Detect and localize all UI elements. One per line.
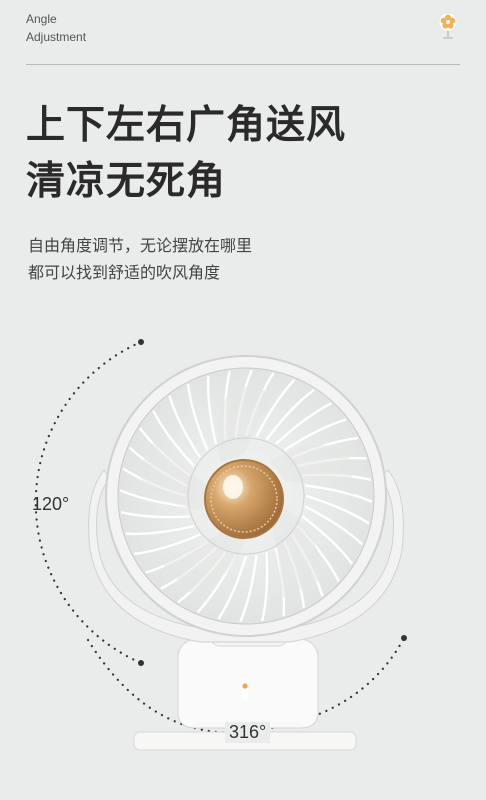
grill-spoke <box>217 555 248 620</box>
section-label-line1: Angle <box>26 12 57 26</box>
divider <box>26 64 460 65</box>
grill-spoke <box>168 395 202 459</box>
fan-blade <box>136 433 207 510</box>
fan-illustration <box>34 339 407 751</box>
grill-spoke <box>152 410 195 467</box>
vertical-arc-end-bottom <box>138 660 144 666</box>
vertical-angle-label: 120° <box>32 494 70 514</box>
fan-flower-logo-icon <box>438 12 458 39</box>
fan-yoke <box>88 469 404 643</box>
fan-blade <box>159 530 247 593</box>
fan-blades <box>136 384 354 599</box>
grill-spoke <box>206 375 218 445</box>
grill-spoke <box>133 533 201 556</box>
page-title: 上下左右广角送风 清凉无死角 <box>26 98 346 210</box>
grill-spoke <box>186 383 209 451</box>
grill-spoke <box>261 552 269 622</box>
fan-hub <box>204 459 284 539</box>
section-label-line2: Adjustment <box>26 30 87 44</box>
title-line1: 上下左右广角送风 <box>26 103 347 148</box>
power-indicator <box>242 678 248 700</box>
grill-spoke <box>304 505 364 546</box>
fan-blade <box>216 384 279 463</box>
horizontal-arc-end-right <box>401 635 407 641</box>
grill-spoke <box>119 489 188 508</box>
description: 自由角度调节，无论摆放在哪里 都可以找到舒适的吹风角度 <box>28 232 252 286</box>
grill-spoke <box>120 511 190 519</box>
section-label: Angle Adjustment <box>26 10 86 46</box>
description-line1: 自由角度调节，无论摆放在哪里 <box>28 236 253 255</box>
vertical-arc-end-top <box>138 339 144 345</box>
grill-spoke <box>305 494 370 525</box>
title-line2: 清凉无死角 <box>26 159 227 204</box>
grill-spoke <box>265 388 315 441</box>
description-line2: 都可以找到舒适的吹风角度 <box>28 263 221 282</box>
grill-spoke <box>304 484 373 503</box>
grill-spoke <box>301 515 354 565</box>
grill-spoke <box>283 418 347 452</box>
fan-blade <box>270 444 354 496</box>
fan-blade <box>272 508 321 599</box>
grill-spoke <box>255 378 296 438</box>
grill-spoke <box>275 402 332 445</box>
horizontal-angle-label: 316° <box>225 722 271 743</box>
grill-spoke <box>239 554 258 623</box>
grill-spoke <box>125 524 195 536</box>
